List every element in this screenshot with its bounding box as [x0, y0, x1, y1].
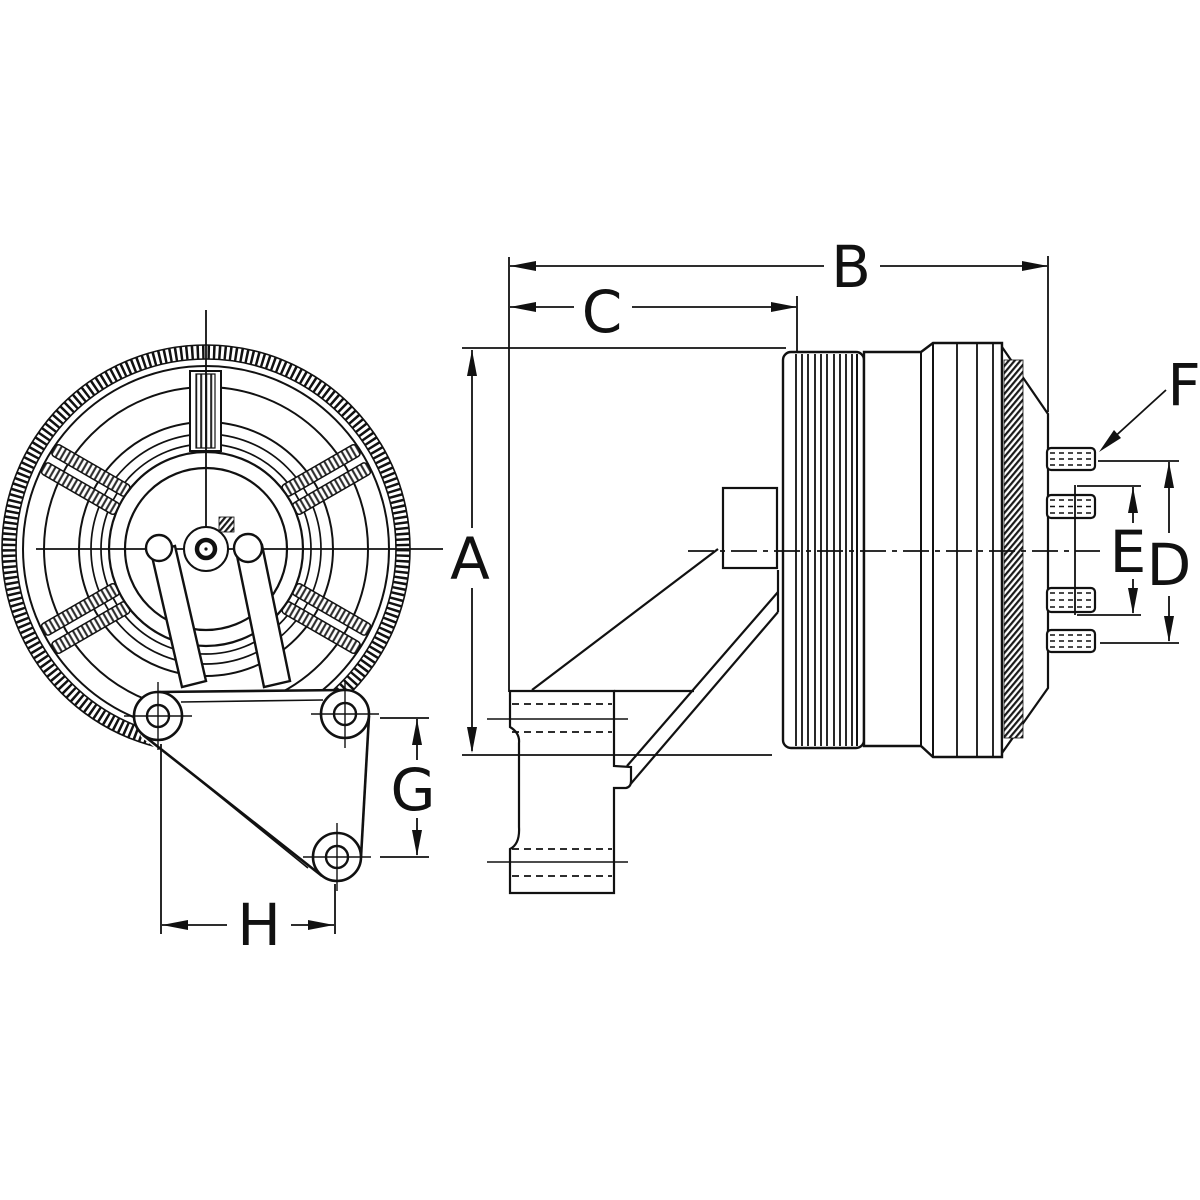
side-view — [487, 257, 1100, 895]
bolt-lug-right — [311, 680, 379, 748]
dimension-D: D — [1098, 460, 1192, 644]
bolt-lug-left — [124, 682, 192, 750]
arrow-h-right — [308, 920, 334, 930]
bolt-lug-bottom — [303, 823, 371, 891]
arrow-f — [1099, 430, 1121, 452]
arrow-b-right — [1022, 261, 1048, 271]
arrow-d-top — [1164, 462, 1174, 488]
arrow-e-bottom — [1128, 588, 1138, 614]
spoke-pair-upper-left — [40, 443, 131, 516]
arrow-g-bottom — [412, 830, 422, 856]
arrow-h-left — [162, 920, 188, 930]
dimension-A: A — [450, 347, 786, 756]
pulley-grooves — [795, 354, 853, 746]
right-pivot-lobe — [232, 532, 264, 564]
hatch-marker-square — [218, 516, 235, 533]
clutch-body — [862, 341, 1004, 759]
side-bracket — [531, 486, 780, 788]
belt-pulley — [781, 350, 866, 750]
dim-label-H: H — [237, 891, 281, 959]
arrow-c-left — [510, 302, 536, 312]
arrow-g-top — [412, 719, 422, 745]
threaded-hole-top — [487, 703, 628, 733]
dimension-H: H — [160, 744, 336, 959]
arrow-e-top — [1128, 487, 1138, 513]
threaded-hole-bottom — [487, 848, 628, 877]
dim-label-A: A — [450, 525, 490, 593]
spoke-pair-upper-right — [281, 443, 372, 516]
dim-label-E: E — [1110, 518, 1147, 586]
dimension-B: B — [510, 233, 1049, 412]
mounting-column — [487, 689, 633, 895]
dimension-F: F — [1099, 351, 1200, 452]
dim-label-F: F — [1167, 351, 1200, 419]
fin-plate — [1000, 343, 1050, 757]
dim-label-B: B — [831, 233, 871, 301]
mounting-plate — [124, 680, 379, 891]
dim-label-G: G — [391, 756, 436, 824]
front-view — [1, 310, 443, 891]
bracket-arms — [144, 532, 292, 689]
arrow-a-bottom — [467, 727, 477, 753]
spoke-pair-lower-left — [40, 582, 131, 655]
dimensions: A B C E — [160, 233, 1200, 959]
arrow-c-right — [771, 302, 797, 312]
center-pilot — [183, 526, 229, 572]
dimension-C: C — [510, 278, 798, 351]
dim-label-C: C — [582, 278, 623, 346]
arrow-b-left — [510, 261, 536, 271]
stud-threads — [1050, 452, 1092, 648]
dimension-E: E — [1077, 485, 1147, 616]
dim-label-D: D — [1147, 531, 1192, 599]
fin-hatch-band — [1003, 359, 1024, 739]
spoke-pair-lower-right — [281, 582, 372, 655]
dimension-G: G — [380, 717, 436, 858]
mounting-studs — [1045, 446, 1097, 654]
arrow-d-bottom — [1164, 616, 1174, 642]
left-pivot-lobe — [144, 533, 174, 563]
arrow-a-top — [467, 350, 477, 376]
